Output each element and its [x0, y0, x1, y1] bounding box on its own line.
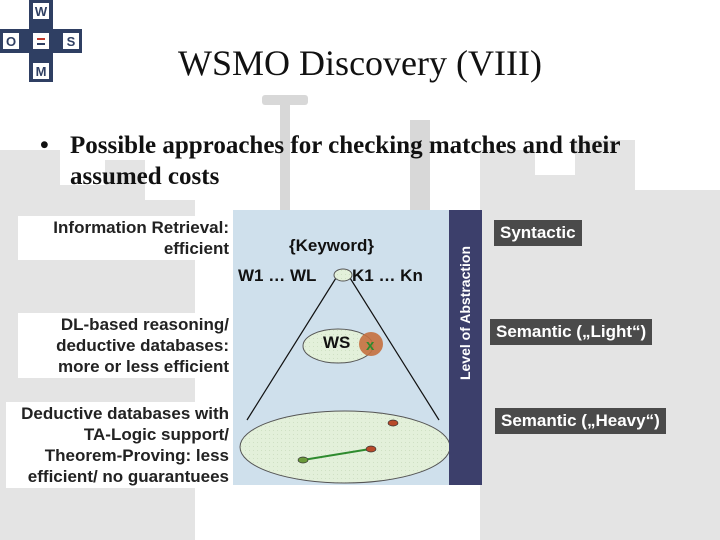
logo-letter-w: W: [35, 4, 48, 19]
label-information-retrieval: Information Retrieval: efficient: [18, 216, 233, 260]
path-start-dot: [298, 457, 308, 463]
w-terms: W1 … WL: [238, 266, 316, 285]
bullet-text: Possible approaches for checking matches…: [40, 130, 680, 192]
k-terms-label: K1 … Kn: [352, 266, 423, 286]
keyword-label: {Keyword}: [289, 236, 374, 256]
bullet-point: • Possible approaches for checking match…: [40, 130, 680, 192]
label-semantic-heavy: Semantic („Heavy“): [495, 408, 666, 434]
goal-dot: [388, 420, 398, 426]
x-label: x: [366, 337, 374, 354]
heavy-ellipse: [240, 411, 450, 483]
ws-label: WS: [323, 333, 350, 353]
abstraction-axis-label: Level of Abstraction: [457, 246, 473, 380]
bullet-dot-icon: •: [40, 130, 49, 161]
path-end-dot: [366, 446, 376, 452]
slide-title: WSMO Discovery (VIII): [0, 42, 720, 84]
label-deductive-databases: Deductive databases with TA-Logic suppor…: [6, 402, 233, 488]
label-syntactic: Syntactic: [494, 220, 582, 246]
w-terms-label: W1 … WL: [238, 266, 316, 286]
label-semantic-light: Semantic („Light“): [490, 319, 652, 345]
label-dl-reasoning: DL-based reasoning/ deductive databases:…: [18, 313, 233, 378]
keyword-small-ellipse: [334, 269, 352, 281]
